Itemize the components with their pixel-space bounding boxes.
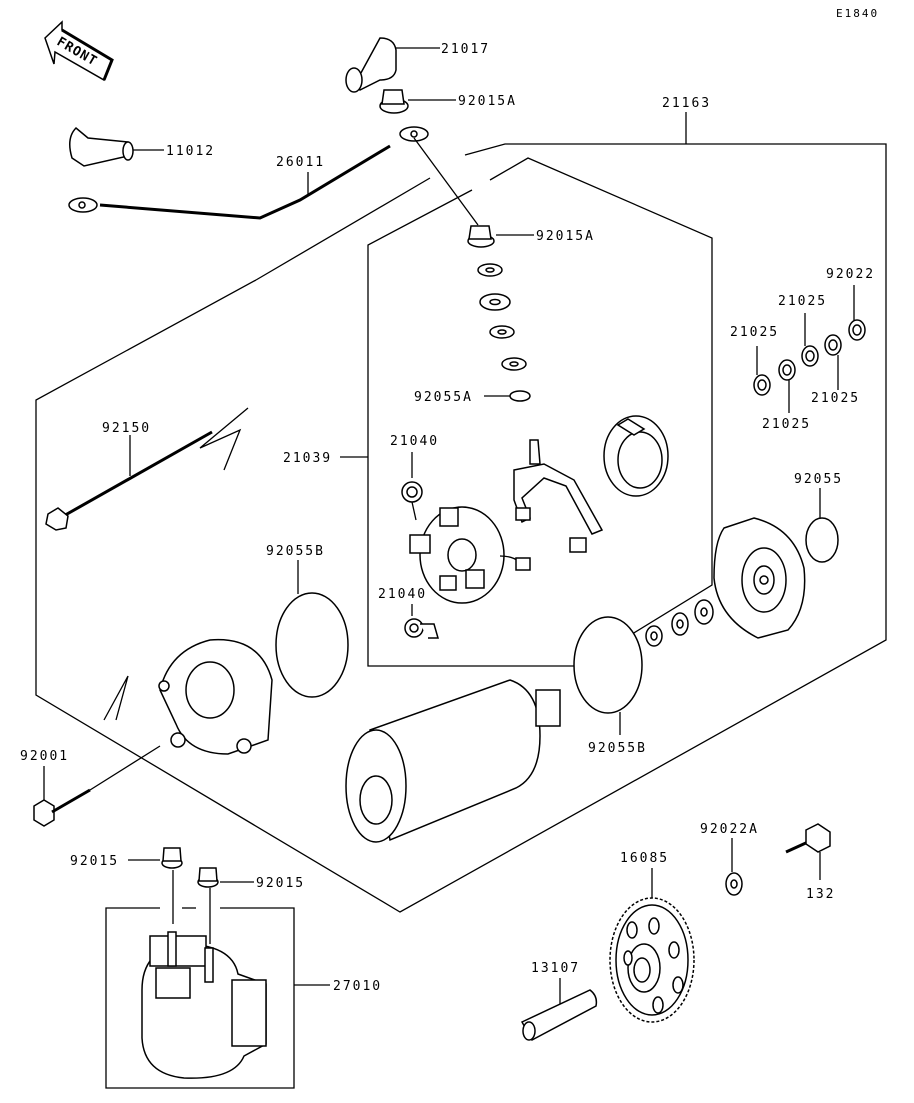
label-92015A-top: 92015A <box>458 94 517 109</box>
label-27010: 27010 <box>333 979 382 994</box>
label-16085: 16085 <box>620 851 669 866</box>
part-92022A[interactable] <box>725 872 743 896</box>
part-magnet-ring[interactable] <box>603 415 669 497</box>
label-92022A: 92022A <box>700 822 759 837</box>
part-92015A-top[interactable] <box>379 89 456 114</box>
label-21040-a: 21040 <box>390 434 439 449</box>
label-21025-c: 21025 <box>811 391 860 406</box>
part-11012[interactable] <box>69 126 164 167</box>
label-132: 132 <box>806 887 835 902</box>
assembly-frame-21163 <box>35 143 887 913</box>
label-92055A: 92055A <box>414 390 473 405</box>
label-92001: 92001 <box>20 749 69 764</box>
part-92015-nut-b[interactable] <box>197 867 254 888</box>
part-92150[interactable] <box>45 407 249 531</box>
right-washers[interactable] <box>753 285 866 413</box>
part-26011[interactable] <box>68 126 429 220</box>
part-front-housing[interactable] <box>103 638 273 755</box>
label-21025-d: 21025 <box>762 417 811 432</box>
label-13107: 13107 <box>531 961 580 976</box>
part-92055-oring[interactable] <box>805 517 839 563</box>
label-92022: 92022 <box>826 267 875 282</box>
solenoid-frame-27010 <box>105 907 295 1089</box>
label-92150: 92150 <box>102 421 151 436</box>
part-16085-gear[interactable] <box>609 897 695 1023</box>
label-26011: 26011 <box>276 155 325 170</box>
label-21040-b: 21040 <box>378 587 427 602</box>
part-92055B-oring-a[interactable] <box>275 592 349 698</box>
label-92015-a: 92015 <box>70 854 119 869</box>
part-21017[interactable] <box>345 37 440 93</box>
brush-holder-frame-21039 <box>367 157 713 667</box>
part-brush-plate[interactable] <box>409 506 531 604</box>
label-21025-b: 21025 <box>730 325 779 340</box>
diagram-code: E1840 <box>836 7 879 20</box>
part-brush-bracket[interactable] <box>513 439 604 553</box>
part-end-cover[interactable] <box>713 517 806 639</box>
part-27010-solenoid[interactable] <box>141 931 267 1079</box>
front-arrow-icon: FRONT <box>44 20 114 82</box>
label-92055B-a: 92055B <box>266 544 325 559</box>
part-92015-nut-a[interactable] <box>161 847 183 869</box>
label-21039: 21039 <box>283 451 332 466</box>
label-92015-b: 92015 <box>256 876 305 891</box>
label-21017: 21017 <box>441 42 490 57</box>
part-21040-spring-b[interactable] <box>404 618 439 639</box>
label-21163: 21163 <box>662 96 711 111</box>
label-92055B-b: 92055B <box>588 741 647 756</box>
part-13107-shaft[interactable] <box>520 989 598 1042</box>
label-11012: 11012 <box>166 144 215 159</box>
label-92055: 92055 <box>794 472 843 487</box>
cover-washers[interactable] <box>645 599 714 647</box>
label-92015A-mid: 92015A <box>536 229 595 244</box>
part-92055B-oring-b[interactable] <box>573 616 643 714</box>
washer-stack[interactable] <box>477 263 531 402</box>
part-92015A-mid[interactable] <box>467 225 534 248</box>
part-armature[interactable] <box>345 679 561 843</box>
label-21025-a: 21025 <box>778 294 827 309</box>
part-92001[interactable] <box>33 745 161 827</box>
part-132[interactable] <box>785 823 831 880</box>
part-21040-spring-a[interactable] <box>401 481 423 521</box>
